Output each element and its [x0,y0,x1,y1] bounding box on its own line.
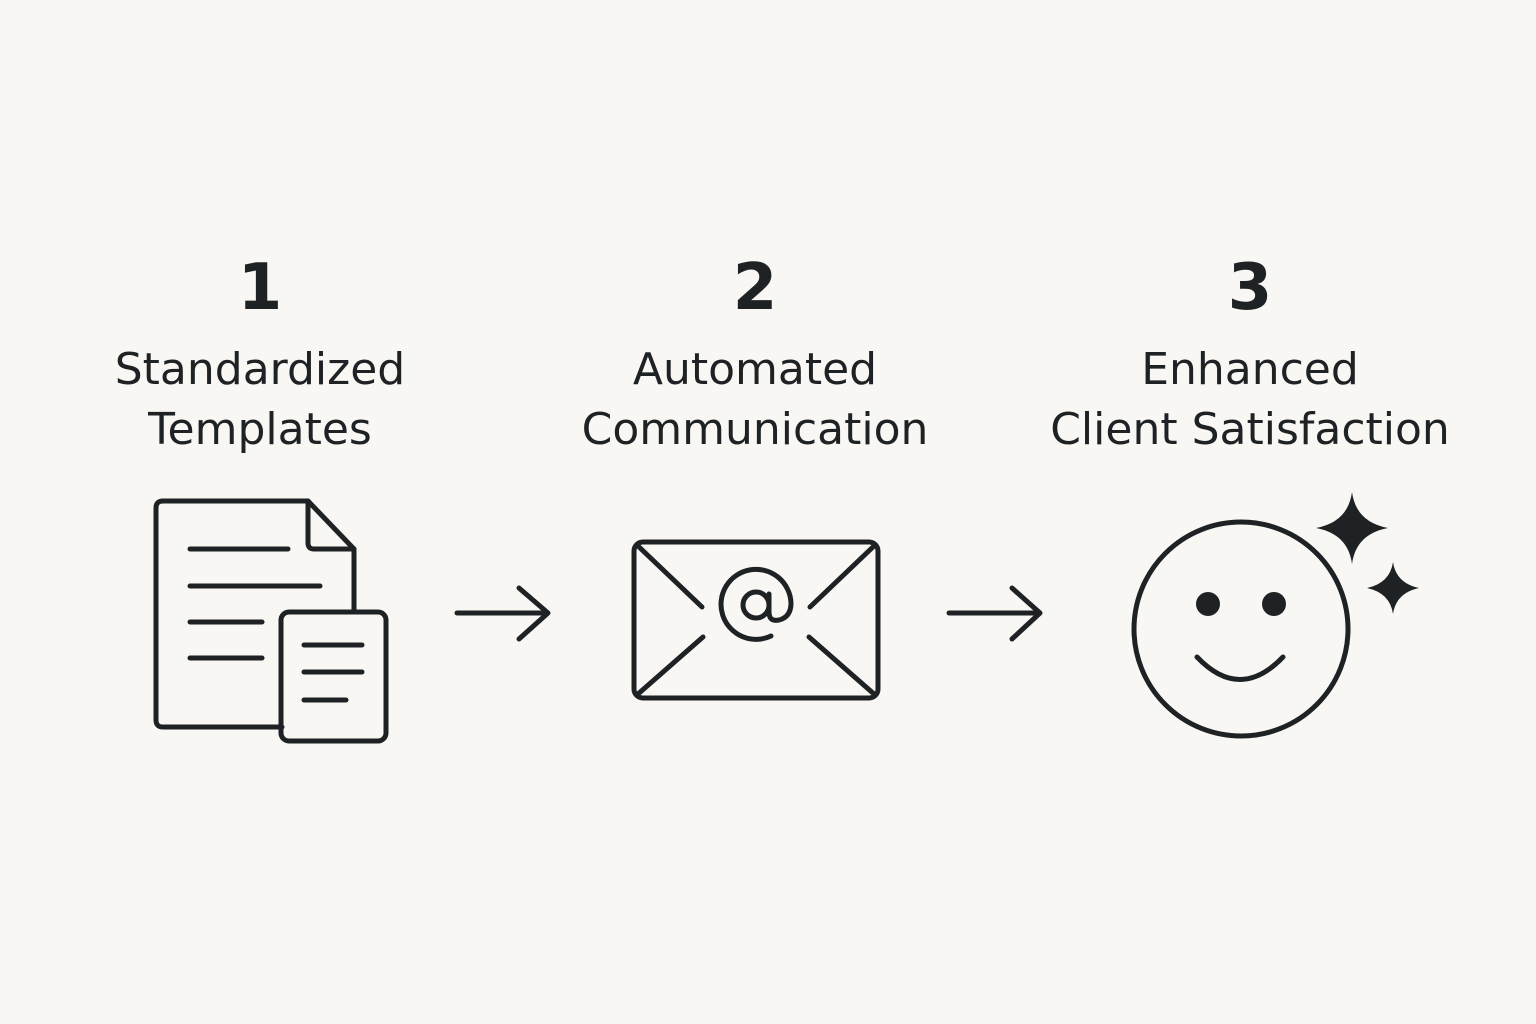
step-1: 1 Standardized Templates [10,248,510,460]
arrow-right-icon [946,585,1043,642]
step-3: 3 Enhanced Client Satisfaction [1000,248,1500,460]
email-at-icon [631,539,881,701]
step-label: Enhanced Client Satisfaction [1050,344,1450,455]
smiley-sparkles-icon [1131,492,1419,739]
step-2: 2 Automated Communication [505,248,1005,460]
documents-icon [153,498,389,744]
step-label: Automated Communication [581,344,929,455]
arrow-right-icon [454,585,551,642]
step-number: 3 [1227,251,1273,325]
step-number: 1 [237,251,283,325]
step-label: Standardized Templates [114,344,406,455]
step-number: 2 [732,251,778,325]
